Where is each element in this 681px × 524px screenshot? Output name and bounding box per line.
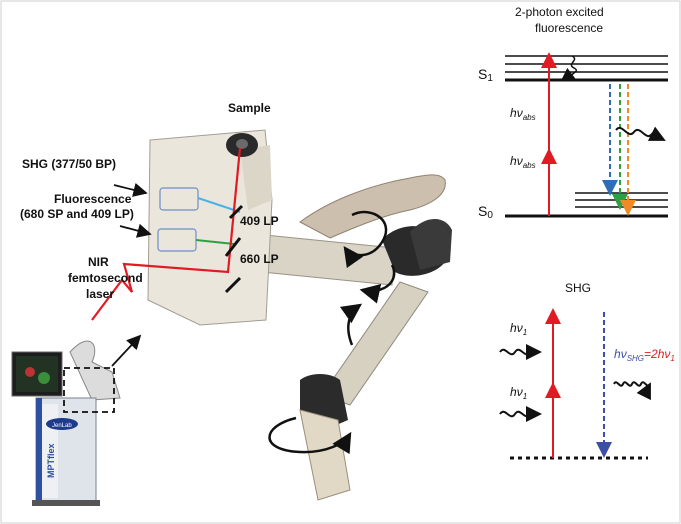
device-logo [46,418,78,430]
nir-label-line1: NIR [88,255,109,269]
scan-head-photo [91,129,452,501]
tpef-title-line1: 2-photon excited [515,5,604,19]
device-arm [69,340,121,401]
tpef-diagram: 2-photon excited fluorescence S1 S0 hνab… [478,5,668,221]
hv-abs-upper: hνabs [510,106,536,122]
shg-hv-top: hν1 [510,321,527,337]
shg-photon-wave-bottom [499,405,542,422]
rotation-arrow-4 [268,416,352,455]
shg-diagram: SHG hν1 hν1 hνSHG=2hν1 [499,281,675,460]
shg-photon-wave-top [499,343,542,360]
rotation-arrow-3 [339,303,363,346]
fluorescence-label-line1: Fluorescence [54,192,132,206]
nir-label-line3: laser [86,287,114,301]
shg-title: SHG [565,281,591,295]
filter-660-bar [224,237,242,257]
s1-label: S1 [478,66,493,84]
filter-lower-bar [224,276,242,294]
objective-lens-inner [236,139,248,149]
nir-label-line2: femtosecond [68,271,143,285]
arm-joint-upper [410,218,452,270]
screen-spot-green [38,372,50,384]
fluorescence-pointer [119,223,152,238]
arm-tube-upper [261,234,396,286]
sample-label: Sample [228,101,271,115]
shg-filter-label: SHG (377/50 BP) [22,157,116,171]
rotation-arrow-1 [343,210,388,269]
shg-emission-label: hνSHG=2hν1 [614,347,675,363]
filter-409-bar [228,204,244,220]
fluorescence-photon-wave [615,126,666,141]
hv-abs-lower: hνabs [510,154,536,170]
fluorescence-label-line2: (680 SP and 409 LP) [20,207,134,221]
arm-tube-lower [299,409,351,501]
rotation-arrow-2 [359,264,396,304]
inset-zoom-box [63,367,115,413]
scan-head-side [240,145,272,210]
s0-label: S0 [478,203,493,221]
filter-409-label: 409 LP [240,214,279,228]
scan-head-body [147,129,273,326]
inset-zoom-pointer [111,334,142,367]
relaxation-squiggle [561,55,577,79]
device-stripe [36,398,42,502]
screen-spot-red [25,367,35,377]
device-screen [16,356,58,392]
device-base [32,500,100,506]
shg-pointer [113,182,148,197]
arm-cloth-cover [299,174,446,239]
device-brand-label: JenLab [52,423,72,429]
tpef-title-line2: fluorescence [535,21,603,35]
device-name-label: MPTflex [46,443,56,478]
shg-emitted-photon-wave [613,381,651,401]
arm-tube-middle [321,281,429,406]
filter-660-label: 660 LP [240,252,279,266]
fluorescence-beam [195,239,235,245]
device-inset: JenLab MPTflex [11,340,121,506]
shg-hv-bottom: hν1 [510,385,527,401]
